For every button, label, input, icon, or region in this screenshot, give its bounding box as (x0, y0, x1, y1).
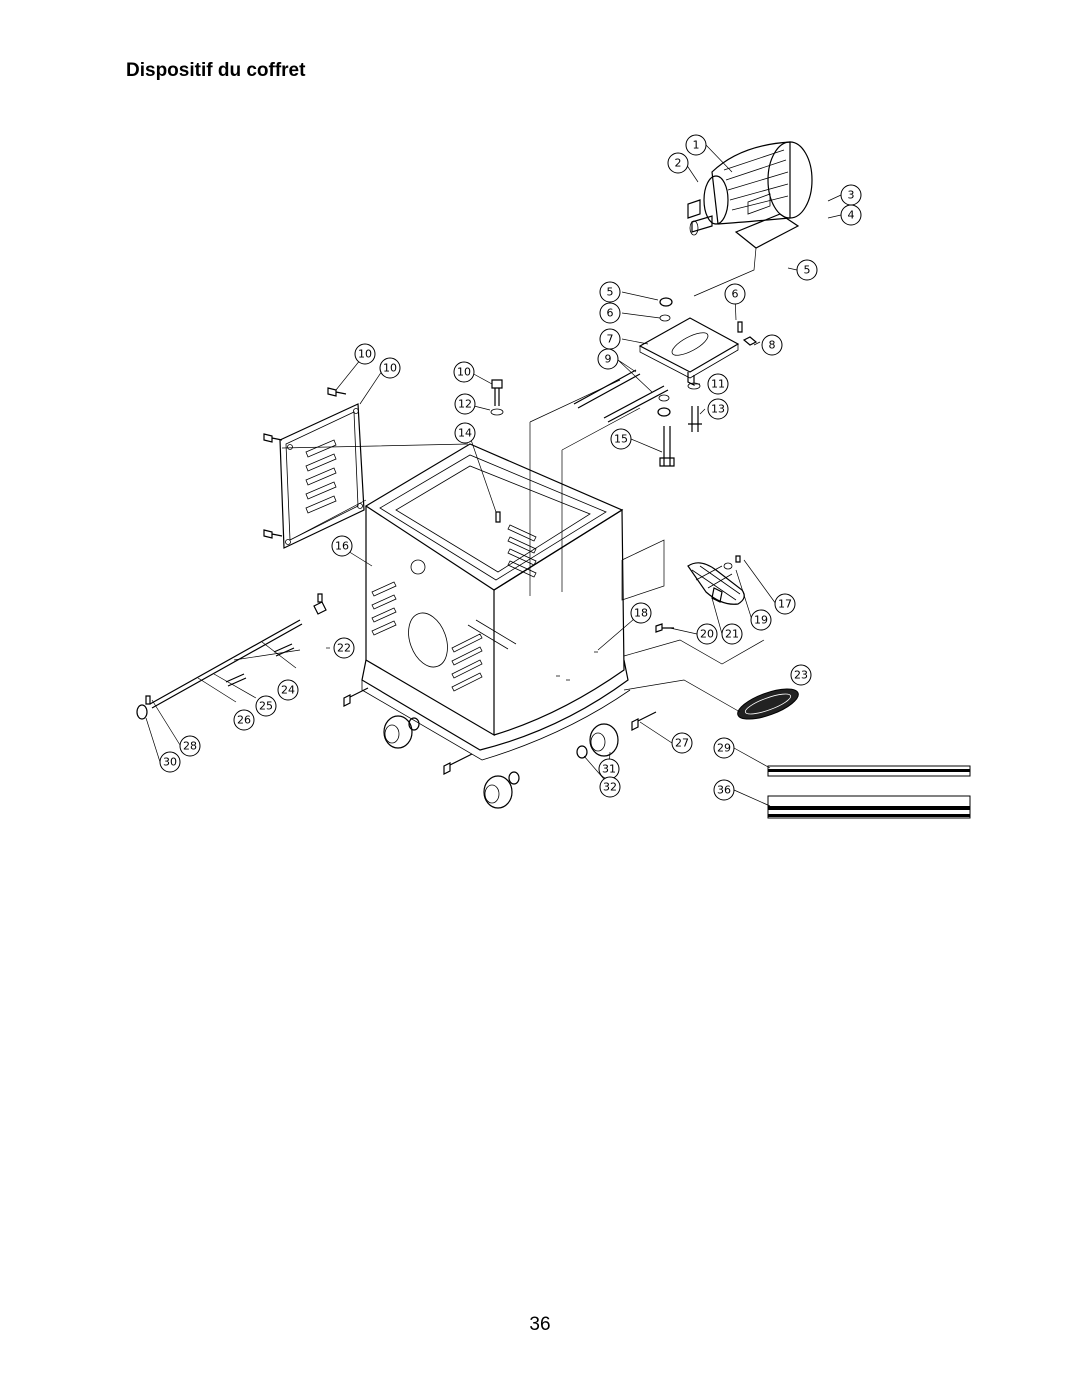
svg-text:5: 5 (804, 264, 811, 277)
callout-9: 13 (707, 398, 729, 420)
page-number: 36 (529, 1314, 551, 1335)
leader-lines (145, 144, 842, 807)
callout-31: 29 (713, 737, 735, 759)
callout-6a: 6 (724, 283, 746, 305)
svg-text:1: 1 (693, 139, 700, 152)
callout-11: 3 (840, 184, 862, 206)
brand-badge (623, 679, 799, 720)
callout-22: 19 (750, 609, 772, 631)
svg-text:26: 26 (237, 714, 251, 727)
svg-text:12: 12 (458, 398, 472, 411)
svg-text:32: 32 (603, 781, 617, 794)
callout-27: 28 (179, 735, 201, 757)
svg-text:22: 22 (337, 642, 351, 655)
motor-assembly (687, 141, 813, 297)
callout-25: 25 (255, 695, 277, 717)
svg-text:11: 11 (711, 378, 725, 391)
svg-text:23: 23 (794, 669, 808, 682)
callout-24: 24 (277, 679, 299, 701)
callout-28: 30 (159, 751, 181, 773)
svg-text:14: 14 (458, 427, 472, 440)
svg-text:15: 15 (614, 433, 628, 446)
svg-text:29: 29 (717, 742, 731, 755)
motor-mount-plate (638, 317, 758, 386)
svg-text:36: 36 (717, 784, 731, 797)
callout-21: 17 (774, 593, 796, 615)
svg-text:19: 19 (754, 614, 768, 627)
svg-text:21: 21 (725, 628, 739, 641)
callout-30: 18 (630, 602, 652, 624)
callout-32: 36 (713, 779, 735, 801)
callout-14: 20 (696, 623, 718, 645)
callout-18: 31 (598, 758, 620, 780)
callout-13: 8 (761, 334, 783, 356)
rail-32 (767, 795, 971, 819)
callout-17: 6 (599, 302, 621, 324)
svg-text:30: 30 (163, 756, 177, 769)
callout-16: 5 (599, 281, 621, 303)
callout-26: 26 (233, 709, 255, 731)
svg-text:10: 10 (358, 348, 372, 361)
casters (383, 715, 619, 809)
svg-text:24: 24 (281, 684, 295, 697)
svg-text:6: 6 (732, 288, 739, 301)
callout-29: 23 (790, 664, 812, 686)
callout-5a: 5 (796, 259, 818, 281)
callout-6b: 14 (454, 422, 476, 444)
svg-text:9: 9 (605, 353, 612, 366)
callout-12: 9 (597, 348, 619, 370)
rods-and-hardware (136, 297, 702, 775)
svg-text:13: 13 (711, 403, 725, 416)
callout-10c: 12 (454, 393, 476, 415)
callout-36: 10 (453, 361, 475, 383)
callout-8: 7 (599, 328, 621, 350)
callout-balloons: 1 2 3 4 5 5 6 6 7 8 9 10 10 10 11 12 13 … (159, 134, 862, 801)
svg-text:18: 18 (634, 607, 648, 620)
svg-text:5: 5 (607, 286, 614, 299)
svg-text:16: 16 (335, 540, 349, 553)
svg-text:25: 25 (259, 700, 273, 713)
svg-text:6: 6 (607, 307, 614, 320)
svg-text:7: 7 (607, 333, 614, 346)
cabinet-body (361, 443, 631, 761)
svg-text:17: 17 (778, 598, 792, 611)
svg-text:8: 8 (769, 339, 776, 352)
side-access-panel (263, 387, 469, 549)
callout-19: 27 (671, 732, 693, 754)
callout-1: 16 (331, 535, 353, 557)
svg-text:4: 4 (848, 209, 855, 222)
callout-10a: 4 (840, 204, 862, 226)
rail-31 (767, 765, 971, 777)
svg-text:20: 20 (700, 628, 714, 641)
callout-10b: 11 (707, 373, 729, 395)
page-title: Dispositif du coffret (126, 60, 306, 81)
callout-5b: 22 (333, 637, 355, 659)
callout-2: 10 (379, 357, 401, 379)
svg-text:31: 31 (602, 763, 616, 776)
callout-7: 2 (667, 152, 689, 174)
svg-text:10: 10 (383, 362, 397, 375)
foot-pedal (621, 539, 765, 665)
svg-text:3: 3 (848, 189, 855, 202)
callout-15: 15 (610, 428, 632, 450)
svg-text:10: 10 (457, 366, 471, 379)
svg-text:28: 28 (183, 740, 197, 753)
callout-3: 10 (354, 343, 376, 365)
svg-text:27: 27 (675, 737, 689, 750)
callout-23: 21 (721, 623, 743, 645)
callout-4: 1 (685, 134, 707, 156)
callout-20: 32 (599, 776, 621, 798)
svg-text:2: 2 (675, 157, 682, 170)
